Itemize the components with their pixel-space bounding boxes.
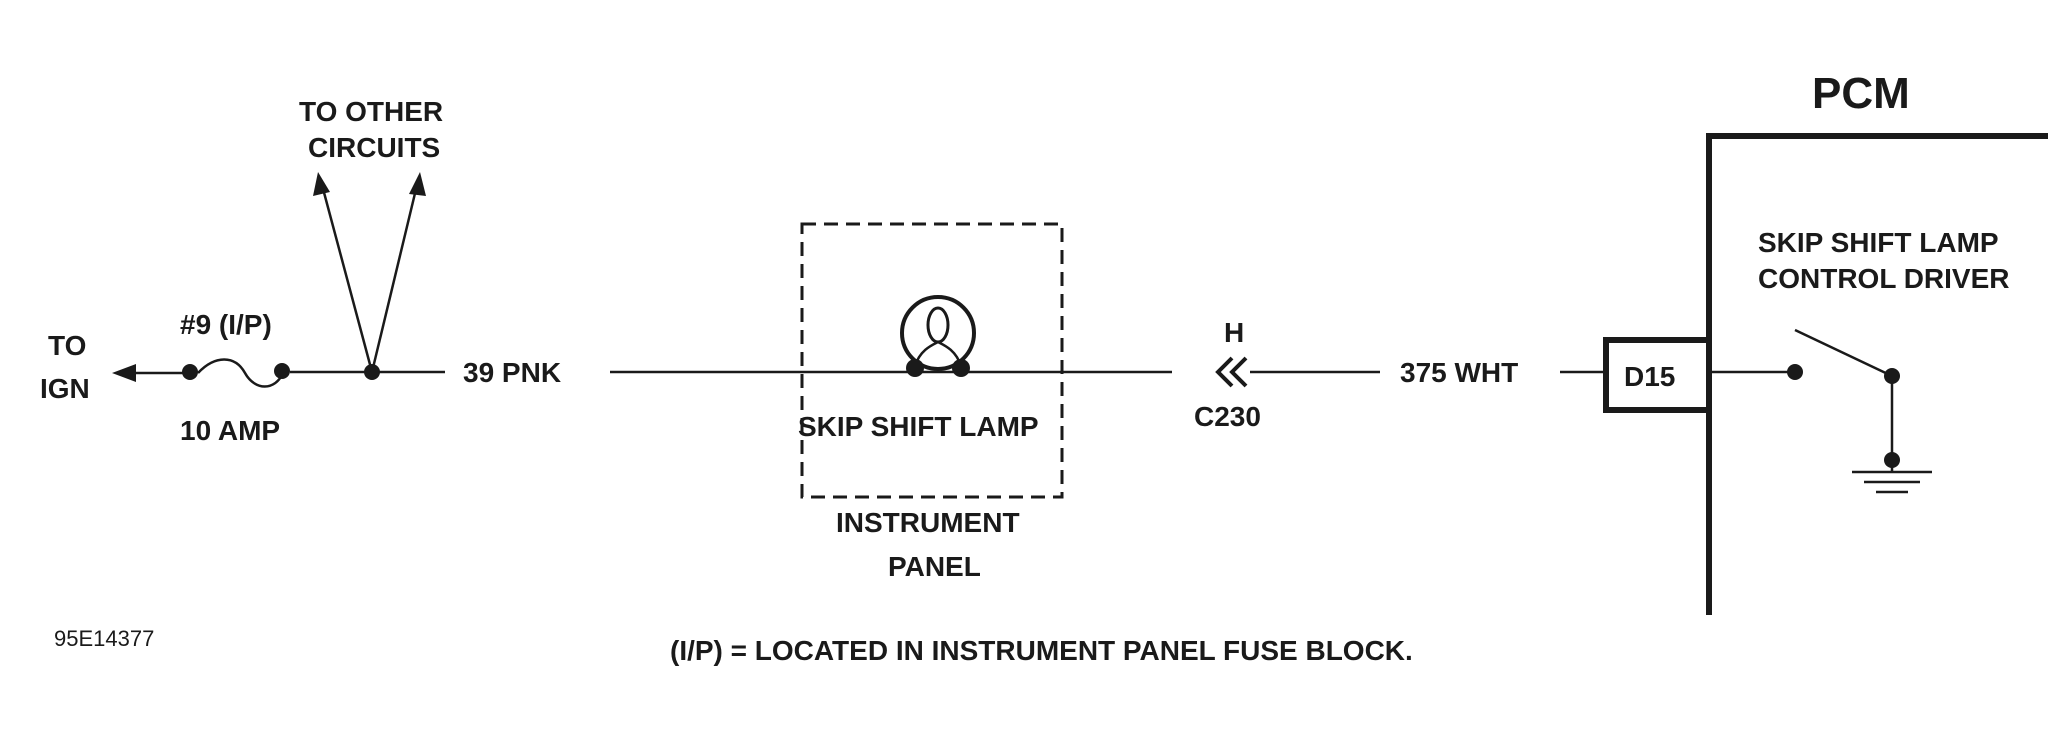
to-other-label-line1: TO OTHER: [299, 96, 443, 127]
control-driver-switch-icon: [1712, 328, 1900, 468]
to-ign-arrow: [112, 364, 190, 382]
connector-pin-label: H: [1224, 317, 1244, 348]
wire-375-label: 375 WHT: [1400, 357, 1518, 388]
fuse-symbol: [182, 358, 290, 388]
instrument-panel-boundary: [800, 222, 1064, 499]
pcm-pin-box: [1603, 337, 1712, 413]
wire-39-label: 39 PNK: [463, 357, 561, 388]
lamp-icon: [900, 295, 976, 377]
diagram-id: 95E14377: [54, 626, 154, 651]
panel-label-line1: INSTRUMENT: [836, 507, 1020, 538]
panel-label-line2: PANEL: [888, 551, 981, 582]
connector-name-label: C230: [1194, 401, 1261, 432]
to-other-circuits-arrows: [313, 172, 426, 373]
driver-label-line2: CONTROL DRIVER: [1758, 263, 2010, 294]
driver-label-line1: SKIP SHIFT LAMP: [1758, 227, 1999, 258]
to-ign-label-line2: IGN: [40, 373, 90, 404]
pcm-title: PCM: [1812, 69, 1910, 118]
pcm-pin-label: D15: [1624, 361, 1675, 392]
footnote: (I/P) = LOCATED IN INSTRUMENT PANEL FUSE…: [670, 635, 1413, 666]
connector-c230-icon: [1215, 356, 1248, 388]
fuse-name-label: #9 (I/P): [180, 309, 272, 340]
ground-icon: [1852, 460, 1932, 494]
fuse-rating-label: 10 AMP: [180, 415, 280, 446]
lamp-label: SKIP SHIFT LAMP: [798, 411, 1039, 442]
to-ign-label-line1: TO: [48, 330, 86, 361]
to-other-label-line2: CIRCUITS: [308, 132, 440, 163]
pcm-boundary: [1706, 133, 2048, 615]
